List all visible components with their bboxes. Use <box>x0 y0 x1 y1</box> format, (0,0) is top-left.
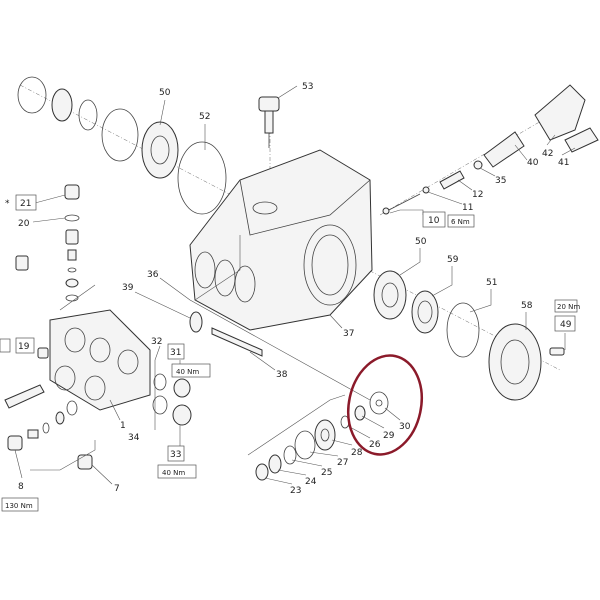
sleeve-12-part <box>439 170 465 190</box>
label-41: 41 <box>558 158 569 168</box>
label-51: 51 <box>486 278 497 288</box>
label-1: 1 <box>120 421 126 431</box>
label-31: 31 <box>170 348 181 358</box>
plug-31-part <box>173 378 191 398</box>
label-52: 52 <box>199 112 210 122</box>
valve-part <box>65 229 79 245</box>
lock-washer-part <box>78 99 98 131</box>
label-11: 11 <box>462 203 473 213</box>
o-ring-51-part <box>446 302 480 358</box>
part-labels: 53 50 52 * 21 20 36 39 37 38 32 31 40 Nm… <box>5 82 580 510</box>
o-ring-50-part <box>101 108 139 162</box>
seal-24-part <box>268 454 282 474</box>
torque-130: 130 Nm <box>5 502 33 510</box>
label-28: 28 <box>351 448 363 458</box>
seal-part <box>51 88 73 122</box>
label-40: 40 <box>527 158 539 168</box>
label-7: 7 <box>114 484 120 494</box>
torque-33: 40 Nm <box>162 469 185 477</box>
label-32: 32 <box>151 337 162 347</box>
label-53: 53 <box>302 82 313 92</box>
screw-49-part <box>549 347 565 356</box>
label-49: 49 <box>560 320 572 330</box>
valve-side-part <box>15 255 29 271</box>
washer-11-part <box>422 186 430 194</box>
torque-31: 40 Nm <box>176 368 199 376</box>
seal-pack-parts <box>255 391 389 481</box>
label-26: 26 <box>369 440 381 450</box>
label-21: 21 <box>20 199 31 209</box>
torque-49: 20 Nm <box>557 303 580 311</box>
bearing-50b-part <box>373 270 407 320</box>
washer-20-part <box>64 214 80 222</box>
label-23: 23 <box>290 486 301 496</box>
right-side-parts <box>373 270 565 401</box>
label-33: 33 <box>170 450 181 460</box>
label-50b: 50 <box>415 237 427 247</box>
seal-59-part <box>411 290 439 334</box>
seal-39-part <box>189 311 203 333</box>
label-boxes <box>0 194 578 512</box>
conrod-42-part <box>534 84 586 141</box>
valve-8-part <box>7 435 23 451</box>
label-24: 24 <box>305 477 317 487</box>
label-29: 29 <box>383 431 395 441</box>
pin-41-part <box>564 127 599 153</box>
cover-58-part <box>488 323 542 401</box>
valve-7-part <box>77 454 93 470</box>
label-10: 10 <box>428 216 440 226</box>
bolt-part <box>4 384 45 409</box>
seal-29-part <box>354 405 366 421</box>
o-ring-32-part <box>153 373 167 391</box>
piston-axis-line <box>379 109 561 216</box>
plug-19-part <box>37 347 49 359</box>
label-42: 42 <box>542 149 553 159</box>
label-27: 27 <box>337 458 348 468</box>
label-34: 34 <box>128 433 140 443</box>
washer-30-part <box>369 391 389 415</box>
plunger-40-part <box>483 131 525 168</box>
label-12: 12 <box>472 190 483 200</box>
label-59: 59 <box>447 255 459 265</box>
piston-assembly <box>382 84 599 215</box>
torque-10: 6 Nm <box>451 218 470 226</box>
label-38: 38 <box>276 370 288 380</box>
o-ring-27-part <box>294 430 316 460</box>
bracket-38-part <box>211 327 263 357</box>
holder-28-part <box>314 419 336 451</box>
label-8: 8 <box>18 482 24 492</box>
crankcase-37-part <box>189 149 373 331</box>
label-20: 20 <box>18 219 30 229</box>
plug-33-part <box>172 404 192 426</box>
manifold-1-part <box>49 309 151 411</box>
label-35: 35 <box>495 176 506 186</box>
top-left-parts <box>17 76 227 215</box>
label-30: 30 <box>399 422 411 432</box>
label-36: 36 <box>147 270 159 280</box>
plug-21-part <box>64 184 80 200</box>
label-39: 39 <box>122 283 134 293</box>
highlight-circle <box>347 354 423 456</box>
washer-35-part <box>473 160 483 170</box>
label-star: * <box>5 199 10 209</box>
gasket-52-part <box>177 141 227 215</box>
o-ring-part <box>17 76 47 114</box>
ring-23-part <box>255 463 269 481</box>
bolt-10-part <box>384 193 421 213</box>
dipstick-53-part <box>258 96 280 148</box>
bearing-50-part <box>141 121 179 179</box>
label-19: 19 <box>18 342 30 352</box>
label-37: 37 <box>343 329 354 339</box>
label-58: 58 <box>521 301 533 311</box>
ring-25-part <box>283 445 297 465</box>
label-25: 25 <box>321 468 332 478</box>
label-50: 50 <box>159 88 171 98</box>
pump-head-parts <box>4 184 192 470</box>
